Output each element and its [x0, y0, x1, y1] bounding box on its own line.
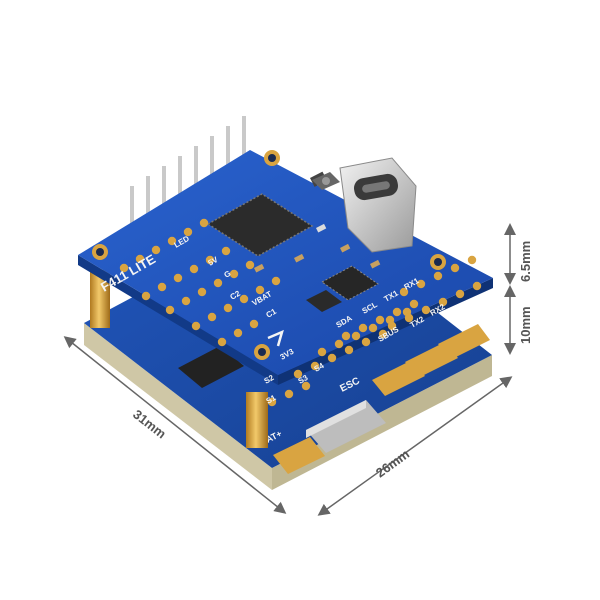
solder-pad: [213, 278, 223, 288]
top-gap-label: 6.5mm: [518, 241, 533, 282]
solder-pad: [183, 227, 193, 237]
boot-button: [312, 172, 340, 190]
solder-pad: [197, 287, 207, 297]
solder-pad: [229, 269, 239, 279]
solder-pad: [301, 381, 311, 391]
dimension-line-length: [63, 336, 287, 514]
solder-pad: [438, 297, 448, 307]
solder-pad: [409, 299, 419, 309]
solder-pad: [375, 315, 385, 325]
solder-pad: [416, 279, 426, 289]
mcu-chip: [206, 193, 314, 257]
standoff-front: [246, 392, 268, 448]
solder-pad: [167, 236, 177, 246]
solder-pad: [245, 260, 255, 270]
solder-pad: [239, 294, 249, 304]
solder-pad: [361, 337, 371, 347]
solder-pad: [271, 276, 281, 286]
solder-pad: [151, 245, 161, 255]
width-label: 26mm: [373, 446, 412, 480]
solder-pad: [255, 285, 265, 295]
solder-pad: [221, 246, 231, 256]
solder-pad: [387, 321, 397, 331]
solder-pad: [233, 328, 243, 338]
solder-pad: [141, 291, 151, 301]
pad-label-g: G: [223, 269, 233, 280]
solder-pad: [317, 347, 327, 357]
pad-label-s3: S3: [297, 373, 310, 386]
solder-pad: [399, 287, 409, 297]
solder-pad: [392, 307, 402, 317]
dimension-line-width: [317, 376, 513, 516]
solder-pad: [189, 264, 199, 274]
solder-pad: [165, 305, 175, 315]
solder-pad: [217, 337, 227, 347]
standoff-left: [90, 270, 110, 328]
solder-pad: [223, 303, 233, 313]
solder-pad: [421, 305, 431, 315]
solder-pad: [450, 263, 460, 273]
solder-pad: [284, 389, 294, 399]
solder-pad: [341, 331, 351, 341]
solder-pad: [472, 281, 482, 291]
solder-pad: [181, 296, 191, 306]
solder-pad: [173, 273, 183, 283]
solder-pad: [310, 361, 320, 371]
solder-pad: [293, 369, 303, 379]
solder-pad: [378, 329, 388, 339]
solder-pad: [344, 345, 354, 355]
solder-pad: [455, 289, 465, 299]
solder-pad: [404, 313, 414, 323]
solder-pad: [327, 353, 337, 363]
regulator-chip: [306, 290, 342, 312]
solder-pad: [249, 319, 259, 329]
solder-pad: [467, 255, 477, 265]
solder-pad: [207, 312, 217, 322]
solder-pad: [205, 255, 215, 265]
flight-controller-board: F411 LITE LED 5V G C2 C1 VBAT SDA SCL TX…: [78, 150, 493, 407]
solder-pad: [358, 323, 368, 333]
solder-pad: [351, 331, 361, 341]
stack-gap-label: 10mm: [518, 306, 533, 344]
solder-pad: [199, 218, 209, 228]
solder-pad: [191, 321, 201, 331]
solder-pad: [157, 282, 167, 292]
solder-pad: [368, 323, 378, 333]
length-label: 31mm: [130, 407, 169, 442]
pad-label-s4: S4: [313, 361, 326, 374]
solder-pad: [119, 263, 129, 273]
usb-c-port: [339, 157, 417, 253]
solder-pad: [433, 271, 443, 281]
solder-pad: [334, 339, 344, 349]
gyro-chip: [321, 265, 379, 301]
solder-pad: [135, 254, 145, 264]
